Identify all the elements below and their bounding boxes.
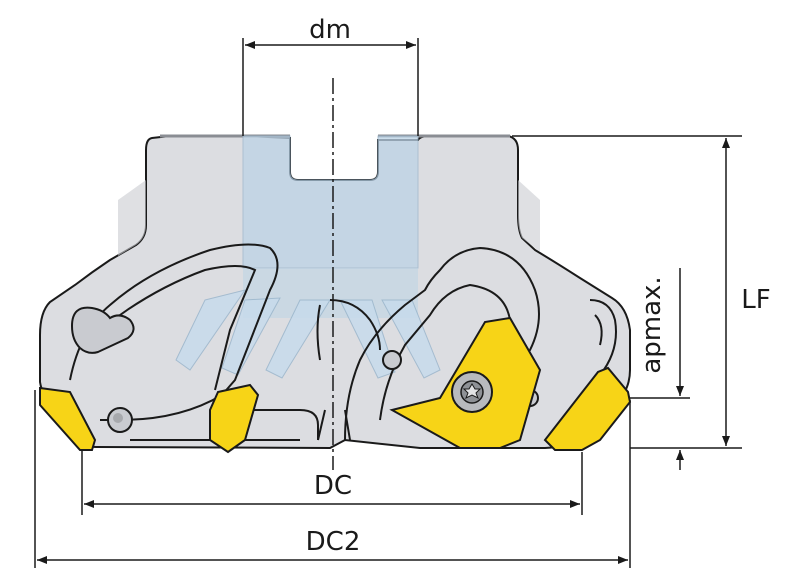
inserts (39, 316, 632, 454)
pocket-right (584, 299, 617, 393)
body-shadow-left (118, 180, 146, 256)
hole-left-inner (113, 413, 123, 423)
heart-notch (70, 306, 135, 354)
label-dm: dm (309, 15, 351, 45)
dimensions (34, 38, 742, 568)
torx-star (462, 383, 482, 400)
coolant-bore (242, 135, 419, 269)
label-lf: LF (741, 285, 770, 315)
pocket-center-inner (379, 283, 511, 421)
pocket-left (69, 243, 279, 421)
mid-web (329, 299, 381, 351)
passage-3 (265, 299, 331, 379)
label-apmax: apmax. (637, 276, 667, 373)
coolant-channel (175, 135, 441, 379)
torx-screw-icon (451, 371, 493, 413)
passage-1 (175, 289, 247, 371)
pocket-left-inner (99, 265, 257, 391)
pocket-right-inner (594, 314, 603, 346)
chip-pockets (69, 243, 617, 441)
insert-far-left (39, 386, 97, 451)
hole-center (382, 350, 402, 370)
body-shadow-right (518, 180, 540, 252)
pocket-center (344, 246, 540, 441)
label-dc2: DC2 (306, 527, 361, 557)
center-lower (317, 409, 351, 441)
mid-web-2 (316, 304, 321, 361)
insert-right (543, 366, 632, 451)
label-dc: DC (314, 471, 352, 501)
insert-left (209, 383, 260, 454)
